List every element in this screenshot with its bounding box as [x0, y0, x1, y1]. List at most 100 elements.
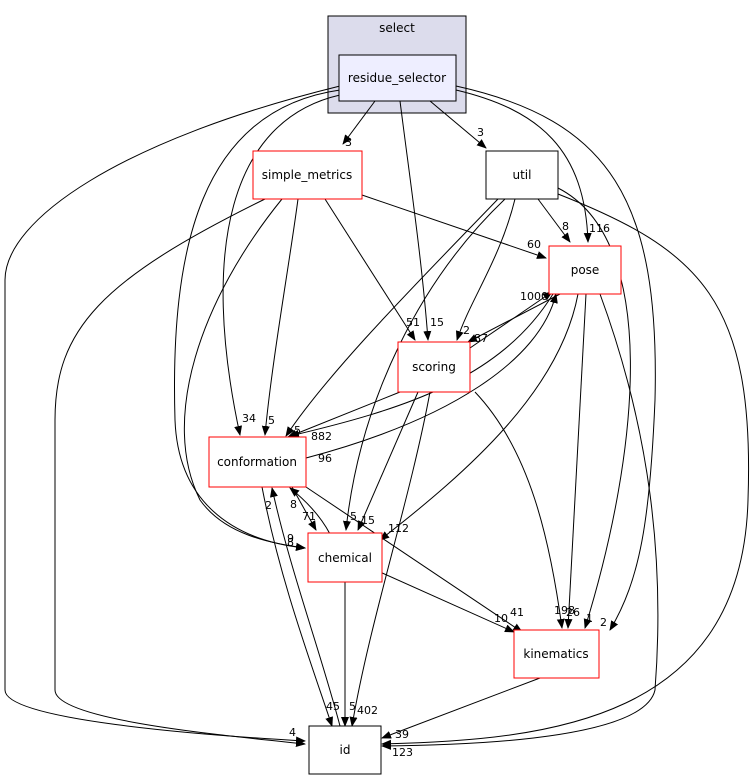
node-simple-metrics[interactable]: simple_metrics [252, 150, 363, 200]
edge-chem-conf [289, 487, 331, 535]
edge-sm-chem [183, 198, 306, 551]
edge-util-id [381, 193, 750, 748]
edge-pose-chem [379, 293, 579, 541]
edge-label-scoring-id: 402 [357, 704, 378, 717]
edge-rs-pose [455, 89, 592, 243]
node-chemical[interactable]: chemical [307, 532, 383, 583]
node-scoring-box [397, 341, 471, 393]
node-kinematics[interactable]: kinematics [513, 629, 600, 679]
edge-rs-kin [455, 85, 656, 631]
edge-label-pose-scoring: 87 [474, 332, 488, 345]
edge-label-chem-8: 8 [287, 536, 294, 549]
node-simple-metrics-label: simple_metrics [262, 168, 353, 182]
node-residue-selector-box [338, 54, 457, 102]
edge-label-conf-kin: 41 [510, 606, 524, 619]
edge-label-scoring-chem-5: 5 [350, 510, 357, 523]
edge-label-chem-kin: 10 [494, 612, 508, 625]
node-conformation-label: conformation [217, 455, 297, 469]
node-util[interactable]: util [485, 150, 559, 200]
edge-label-pose-chem: 112 [388, 522, 409, 535]
edge-label-sm-scoring: 51 [406, 316, 420, 329]
edge-rs-sm [342, 100, 376, 145]
node-id[interactable]: id [308, 725, 382, 775]
edge-label-conf-chem: 71 [302, 510, 316, 523]
edge-conf-kin [305, 486, 523, 633]
edge-label-kin-id: 39 [395, 728, 409, 741]
node-util-box [485, 150, 559, 200]
edge-pose-id [381, 293, 659, 750]
edge-label-pose-id: 123 [392, 746, 413, 759]
edge-scoring-id [349, 391, 431, 727]
edge-label-scoring-pose: 1000 [520, 290, 548, 303]
edge-rs-chem [174, 89, 341, 552]
edge-conf-id [261, 486, 333, 727]
edge-label-rs-scoring: 15 [430, 316, 444, 329]
edge-label-id-conf: 2 [265, 499, 272, 512]
edge-label-pose-kin: 26 [566, 606, 580, 619]
cluster-select-label: select [379, 21, 415, 35]
edge-label-sm-conf: 5 [268, 414, 275, 427]
node-pose[interactable]: pose [548, 245, 622, 295]
node-conformation-box [208, 436, 307, 488]
edge-rs-util [429, 100, 487, 149]
edge-label-util-kin: 1 [586, 612, 593, 625]
node-scoring-label: scoring [412, 360, 456, 374]
edge-label-sm-pose: 60 [527, 238, 541, 251]
node-conformation[interactable]: conformation [208, 436, 307, 488]
edge-label-util-pose: 8 [562, 220, 569, 233]
edge-label-conf-pose: 96 [318, 452, 332, 465]
node-util-label: util [513, 168, 532, 182]
node-pose-label: pose [571, 263, 600, 277]
node-kinematics-box [513, 629, 600, 679]
edge-scoring-conf [287, 391, 401, 438]
edge-labels: 3 3 15 116 34 8 2 60 51 5 1000 87 5 882 … [242, 126, 610, 759]
edge-conf-pose [305, 293, 558, 459]
node-residue-selector[interactable]: residue_selector [338, 54, 457, 102]
edge-scoring-chem [357, 391, 419, 531]
node-residue-selector-label: residue_selector [348, 71, 446, 85]
edge-label-chem-conf: 8 [290, 498, 297, 511]
edge-util-scoring [455, 198, 516, 341]
edge-label-scoring-chem: 15 [361, 514, 375, 527]
node-chemical-box [307, 532, 383, 583]
node-chemical-label: chemical [318, 551, 372, 565]
edge-kin-id [381, 677, 541, 739]
node-kinematics-label: kinematics [523, 647, 588, 661]
edge-label-scoring-kin: 198 [554, 604, 575, 617]
edge-id-conf [270, 487, 341, 727]
edge-sm-conf [261, 198, 299, 436]
edge-util-kin [557, 187, 631, 629]
node-simple-metrics-box [252, 150, 363, 200]
edge-label-util-conf: 5 [294, 424, 301, 437]
edge-sm-id [54, 198, 306, 748]
node-pose-box [548, 245, 622, 295]
edge-label-rs-conf: 34 [242, 412, 256, 425]
edge-scoring-kin [474, 391, 565, 629]
edge-scoring-pose [469, 291, 553, 349]
edge-label-util-id: 2 [600, 616, 607, 629]
edge-sm-scoring [324, 198, 416, 341]
edge-rs-id [4, 85, 341, 745]
edge-chem-kin [379, 571, 515, 633]
node-id-label: id [340, 743, 351, 757]
edge-label-rs-util: 3 [477, 126, 484, 139]
edge-label-sm-chem: 9 [287, 532, 294, 545]
edge-util-pose [537, 198, 571, 243]
edges [4, 85, 750, 750]
node-scoring[interactable]: scoring [397, 341, 471, 393]
edge-label-conf-id: 45 [326, 700, 340, 713]
edge-label-sm-id: 4 [289, 726, 296, 739]
edge-rs-scoring [399, 100, 432, 341]
edge-label-chem-id: 5 [349, 700, 356, 713]
edge-label-pose-conf: 882 [311, 430, 332, 443]
edge-sm-pose [361, 194, 547, 259]
edge-pose-kin [564, 293, 587, 629]
node-id-box [308, 725, 382, 775]
edge-label-rs-pose: 116 [589, 222, 610, 235]
edge-util-conf [285, 198, 499, 437]
edge-label-util-scoring: 2 [463, 324, 470, 337]
edge-label-rs-sm: 3 [345, 136, 352, 149]
edge-rs-conf [222, 94, 341, 436]
